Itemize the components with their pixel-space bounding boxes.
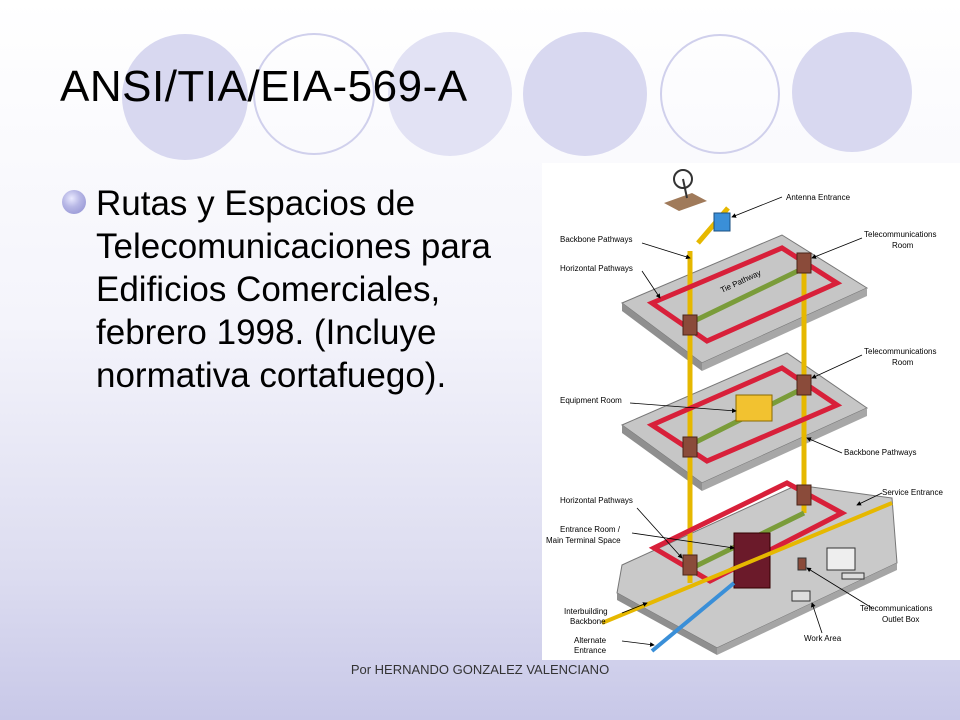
slide-title: ANSI/TIA/EIA-569-A [60,62,468,111]
label-interbuilding: Interbuilding [564,607,608,616]
decorative-circles [122,32,912,160]
telecom-room-boxes [682,252,812,576]
bullet-icon [62,190,86,214]
label-interbuilding-backbone: Backbone [570,617,606,626]
bullet-item: Rutas y Espacios de Telecomunicaciones p… [62,182,502,397]
label-alternate: Alternate [574,636,607,645]
label-horizontal-pathways-low: Horizontal Pathways [560,496,633,505]
equipment-room-box [735,394,773,422]
label-telecom-room-2: Telecommunications [864,347,936,356]
label-main-terminal-space: Main Terminal Space [546,536,621,545]
label-telecom-room-1-sub: Room [892,241,914,250]
label-backbone-pathways-mid: Backbone Pathways [844,448,917,457]
label-outlet-box-sub: Outlet Box [882,615,919,624]
label-telecom-room-2-sub: Room [892,358,914,367]
alternate-entrance-line [650,581,736,653]
label-horizontal-pathways-top: Horizontal Pathways [560,264,633,273]
label-work-area: Work Area [804,634,842,643]
label-antenna-entrance: Antenna Entrance [786,193,851,202]
label-backbone-pathways-top: Backbone Pathways [560,235,633,244]
label-equipment-room: Equipment Room [560,396,622,405]
workstation-icon [791,547,865,602]
bullet-text: Rutas y Espacios de Telecomunicaciones p… [96,184,491,396]
floor-slab-top [621,234,869,371]
label-telecom-room-1: Telecommunications [864,230,936,239]
label-entrance-room: Entrance Room / [560,525,621,534]
service-entrance-line [601,501,893,625]
leader-lines [621,196,883,647]
label-service-entrance: Service Entrance [882,488,943,497]
antenna-icon [664,169,731,232]
label-alternate-entrance: Entrance [574,646,607,655]
slide-footer: Por HERNANDO GONZALEZ VALENCIANO [350,662,610,677]
pathways-diagram: Antenna Entrance Backbone Pathways Horiz… [542,163,960,660]
label-outlet-box: Telecommunications [860,604,932,613]
tie-pathway-line [688,265,806,326]
